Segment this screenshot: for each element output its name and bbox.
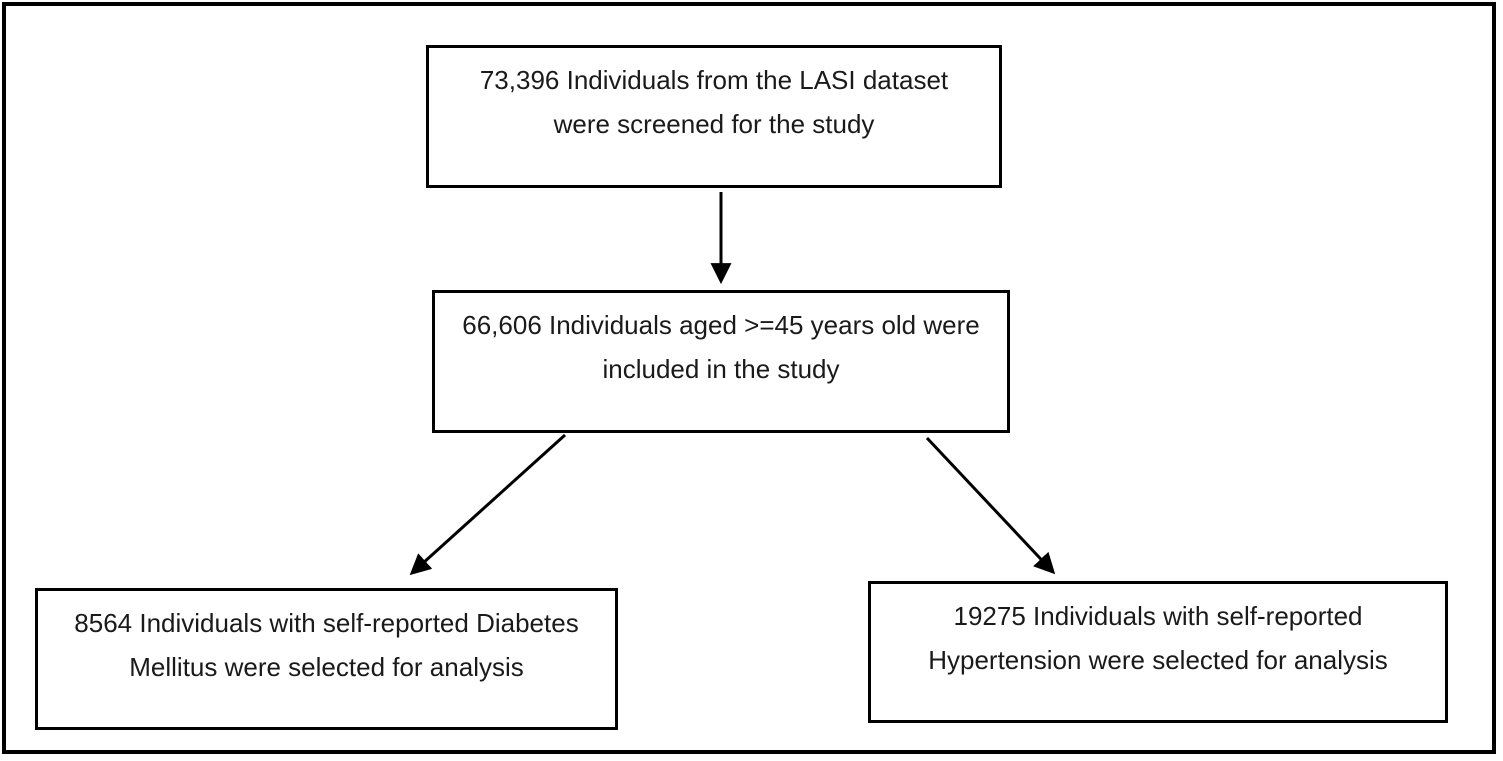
node-diabetes-line2: Mellitus were selected for analysis <box>129 652 524 682</box>
node-hypertension: 19275 Individuals with self-reported Hyp… <box>868 581 1448 723</box>
node-included: 66,606 Individuals aged >=45 years old w… <box>432 290 1010 433</box>
node-hypertension-line1: 19275 Individuals with self-reported <box>953 601 1363 631</box>
node-included-line1: 66,606 Individuals aged >=45 years old w… <box>462 310 980 340</box>
node-screened-line1: 73,396 Individuals from the LASI dataset <box>479 65 949 95</box>
node-screened: 73,396 Individuals from the LASI dataset… <box>426 45 1002 188</box>
node-included-line2: included in the study <box>602 354 840 384</box>
arrow-included-to-diabetes <box>409 433 567 576</box>
node-diabetes-line1: 8564 Individuals with self-reported Diab… <box>74 608 579 638</box>
arrow-included-to-hypertension <box>925 436 1056 575</box>
node-diabetes: 8564 Individuals with self-reported Diab… <box>35 588 618 730</box>
node-screened-line2: were screened for the study <box>553 109 875 139</box>
node-hypertension-line2: Hypertension were selected for analysis <box>928 645 1388 675</box>
